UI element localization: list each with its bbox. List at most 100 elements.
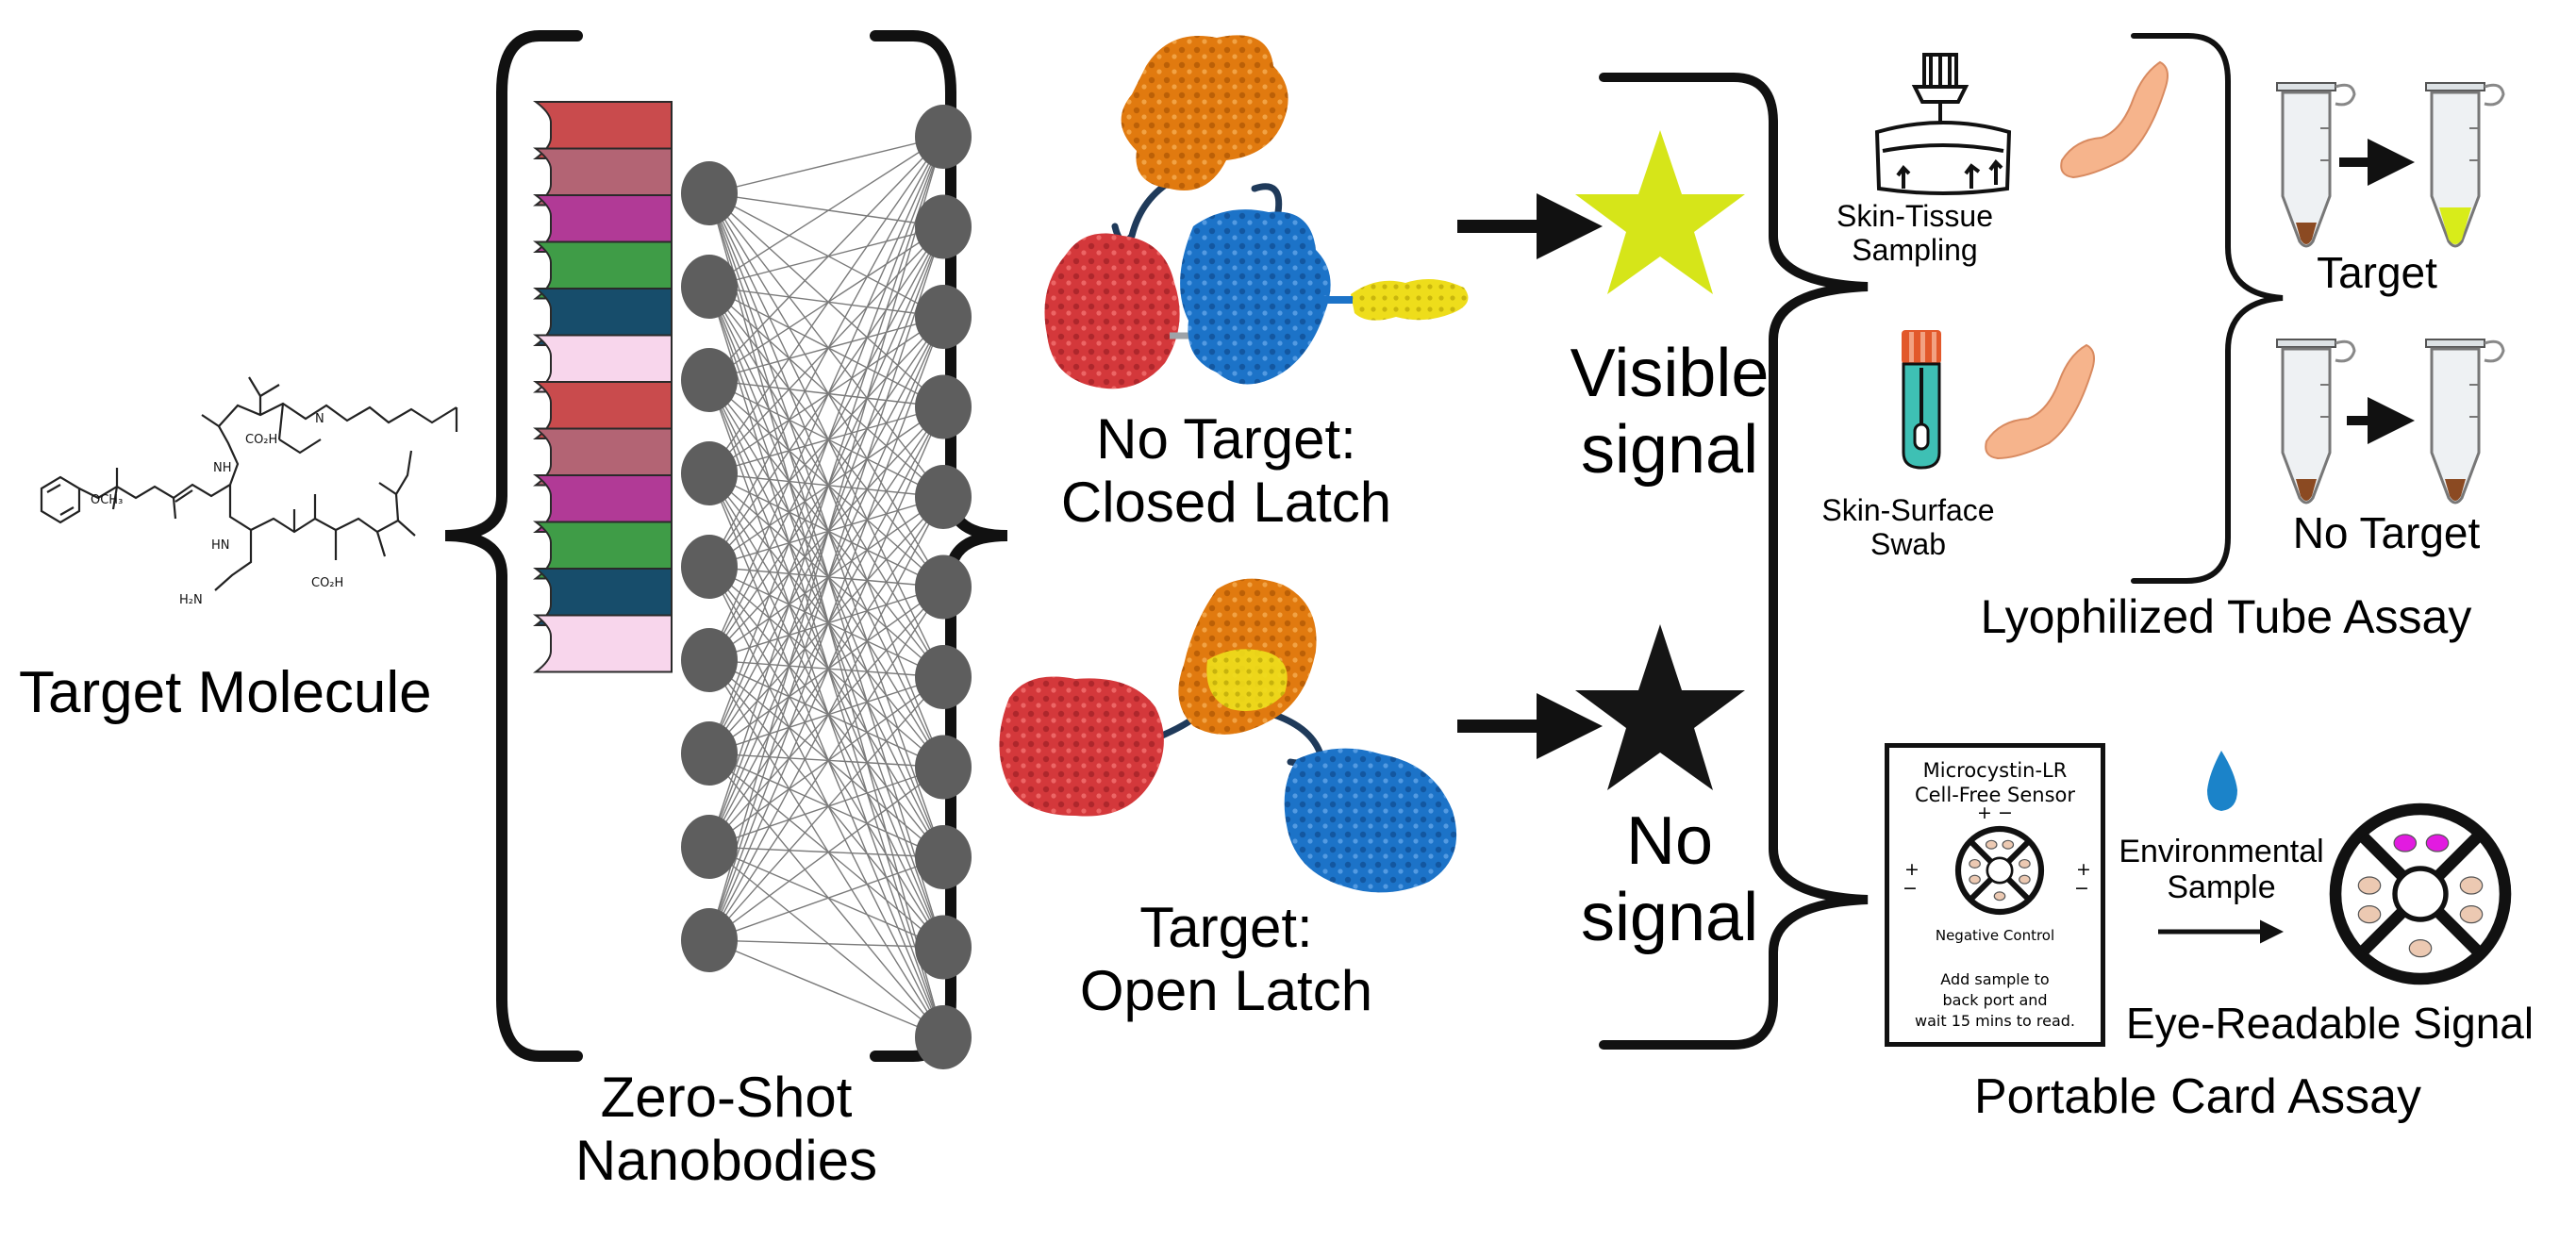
output-node	[915, 825, 972, 889]
sensor-card: Microcystin-LR Cell-Free Sensor + − + − …	[1885, 743, 2105, 1047]
card-plus-left: +	[1904, 859, 1920, 880]
output-node	[915, 915, 972, 980]
visible-signal-line2: signal	[1580, 411, 1759, 488]
water-drop-icon	[2207, 751, 2237, 811]
tube-body	[2281, 91, 2332, 248]
nanobody-tab	[533, 427, 673, 487]
card-instr-line1: Add sample to	[1940, 970, 2050, 988]
card-plus-right: +	[2076, 859, 2091, 880]
open-latch-line1: Target:	[1139, 896, 1313, 959]
output-node	[915, 645, 972, 709]
tube-no-target-after	[2425, 339, 2505, 505]
nanobody-tab	[533, 614, 673, 673]
closed-latch-label: No Target: Closed Latch	[1019, 407, 1434, 534]
target-molecule-label: Target Molecule	[19, 660, 432, 725]
arm-icon	[2060, 60, 2169, 179]
input-node	[681, 535, 738, 599]
sensor-well	[1969, 858, 1981, 869]
no-signal-line1: No	[1625, 803, 1714, 879]
sensor-well	[1985, 839, 1998, 850]
tube-target-after	[2425, 82, 2505, 248]
open-latch-line2: Open Latch	[1079, 959, 1373, 1023]
no-signal-line2: signal	[1580, 879, 1759, 955]
env-line2: Sample	[2167, 869, 2276, 906]
tissue-sampling-label: Skin-Tissue Sampling	[1820, 199, 2009, 268]
output-node	[915, 105, 972, 169]
card-plus-minus: + −	[1889, 803, 2101, 823]
mol-label-co2h: CO₂H	[311, 576, 343, 590]
nanobodies-line1: Zero-Shot	[600, 1066, 853, 1129]
sensor-well	[2459, 904, 2484, 924]
mol-label-nh: NH	[213, 461, 232, 475]
black-star-icon	[1575, 624, 1745, 790]
sensor-well	[1969, 874, 1981, 885]
tube-liquid	[2296, 479, 2317, 501]
swab-line2: Swab	[1870, 526, 1947, 561]
mol-label-hn: HN	[211, 538, 230, 553]
output-node	[915, 735, 972, 800]
mol-label-n: N	[315, 412, 324, 426]
tube-hinge	[2335, 83, 2356, 107]
visible-signal-label: Visible signal	[1509, 336, 1830, 488]
microcystin-structure	[40, 376, 458, 591]
card-instr-line2: back port and	[1942, 991, 2048, 1009]
card-minus-top: −	[1998, 803, 2013, 823]
nanobody-tab	[533, 334, 673, 393]
card-disc	[1954, 825, 2045, 916]
swab-line1: Skin-Surface	[1821, 493, 1995, 527]
swab-tube-icon	[1902, 330, 1941, 470]
nanobody-tab	[533, 147, 673, 207]
output-node	[915, 1005, 972, 1069]
tube-target-before	[2276, 82, 2356, 248]
sensor-well	[2002, 839, 2015, 850]
network-edges	[708, 136, 944, 1038]
input-node	[681, 255, 738, 319]
nanobodies-line2: Nanobodies	[574, 1129, 878, 1193]
tube-hinge	[2484, 339, 2505, 363]
input-node	[681, 348, 738, 412]
card-assay-title: Portable Card Assay	[1973, 1069, 2422, 1124]
tube-cap	[2425, 339, 2485, 348]
sensor-well	[2425, 834, 2450, 852]
tube-cap	[2276, 82, 2336, 91]
mol-label-och3: OCH₃	[91, 493, 123, 507]
env-sample-label: Environmental Sample	[2094, 834, 2349, 905]
readout-card-disc	[2329, 803, 2512, 985]
closed-latch-structure	[1044, 35, 1469, 389]
sensor-well	[1993, 891, 2006, 902]
tube-hinge	[2484, 83, 2505, 107]
sensor-well	[2393, 834, 2418, 852]
tube-assay-title: Lyophilized Tube Assay	[1980, 590, 2472, 643]
nanobody-tab	[533, 194, 673, 253]
output-node	[915, 465, 972, 529]
output-node	[915, 554, 972, 620]
tissue-line2: Sampling	[1852, 232, 1978, 267]
tube-liquid	[2296, 223, 2317, 244]
input-node	[681, 908, 738, 972]
network-nodes	[681, 105, 972, 1069]
tube-body	[2430, 347, 2481, 505]
mol-label-cooh: CO₂H	[245, 433, 277, 447]
open-latch-structure	[999, 578, 1457, 893]
mol-label-h2n: H₂N	[179, 593, 203, 607]
target-tube-label: Target	[2317, 248, 2437, 297]
output-node	[915, 374, 972, 439]
output-node	[915, 194, 972, 259]
nanobody-tab	[533, 240, 673, 300]
yellow-star-icon	[1575, 130, 1745, 294]
input-node	[681, 161, 738, 225]
card-plus-top: +	[1977, 803, 1992, 823]
signal-bracket	[1599, 73, 1869, 1050]
card-title-line1: Microcystin-LR	[1922, 759, 2068, 782]
card-title-line2: Cell-Free Sensor	[1914, 784, 2076, 806]
card-minus-left: −	[1903, 878, 1918, 899]
closed-latch-line2: Closed Latch	[1060, 471, 1392, 535]
tube-no-target-before	[2276, 339, 2356, 505]
tube-liquid	[2439, 207, 2471, 244]
tube-hinge	[2335, 339, 2356, 363]
sensor-well	[2459, 876, 2484, 895]
left-brace	[444, 30, 583, 1062]
swab-label: Skin-Surface Swab	[1809, 493, 2007, 562]
sensor-well	[2019, 858, 2031, 869]
